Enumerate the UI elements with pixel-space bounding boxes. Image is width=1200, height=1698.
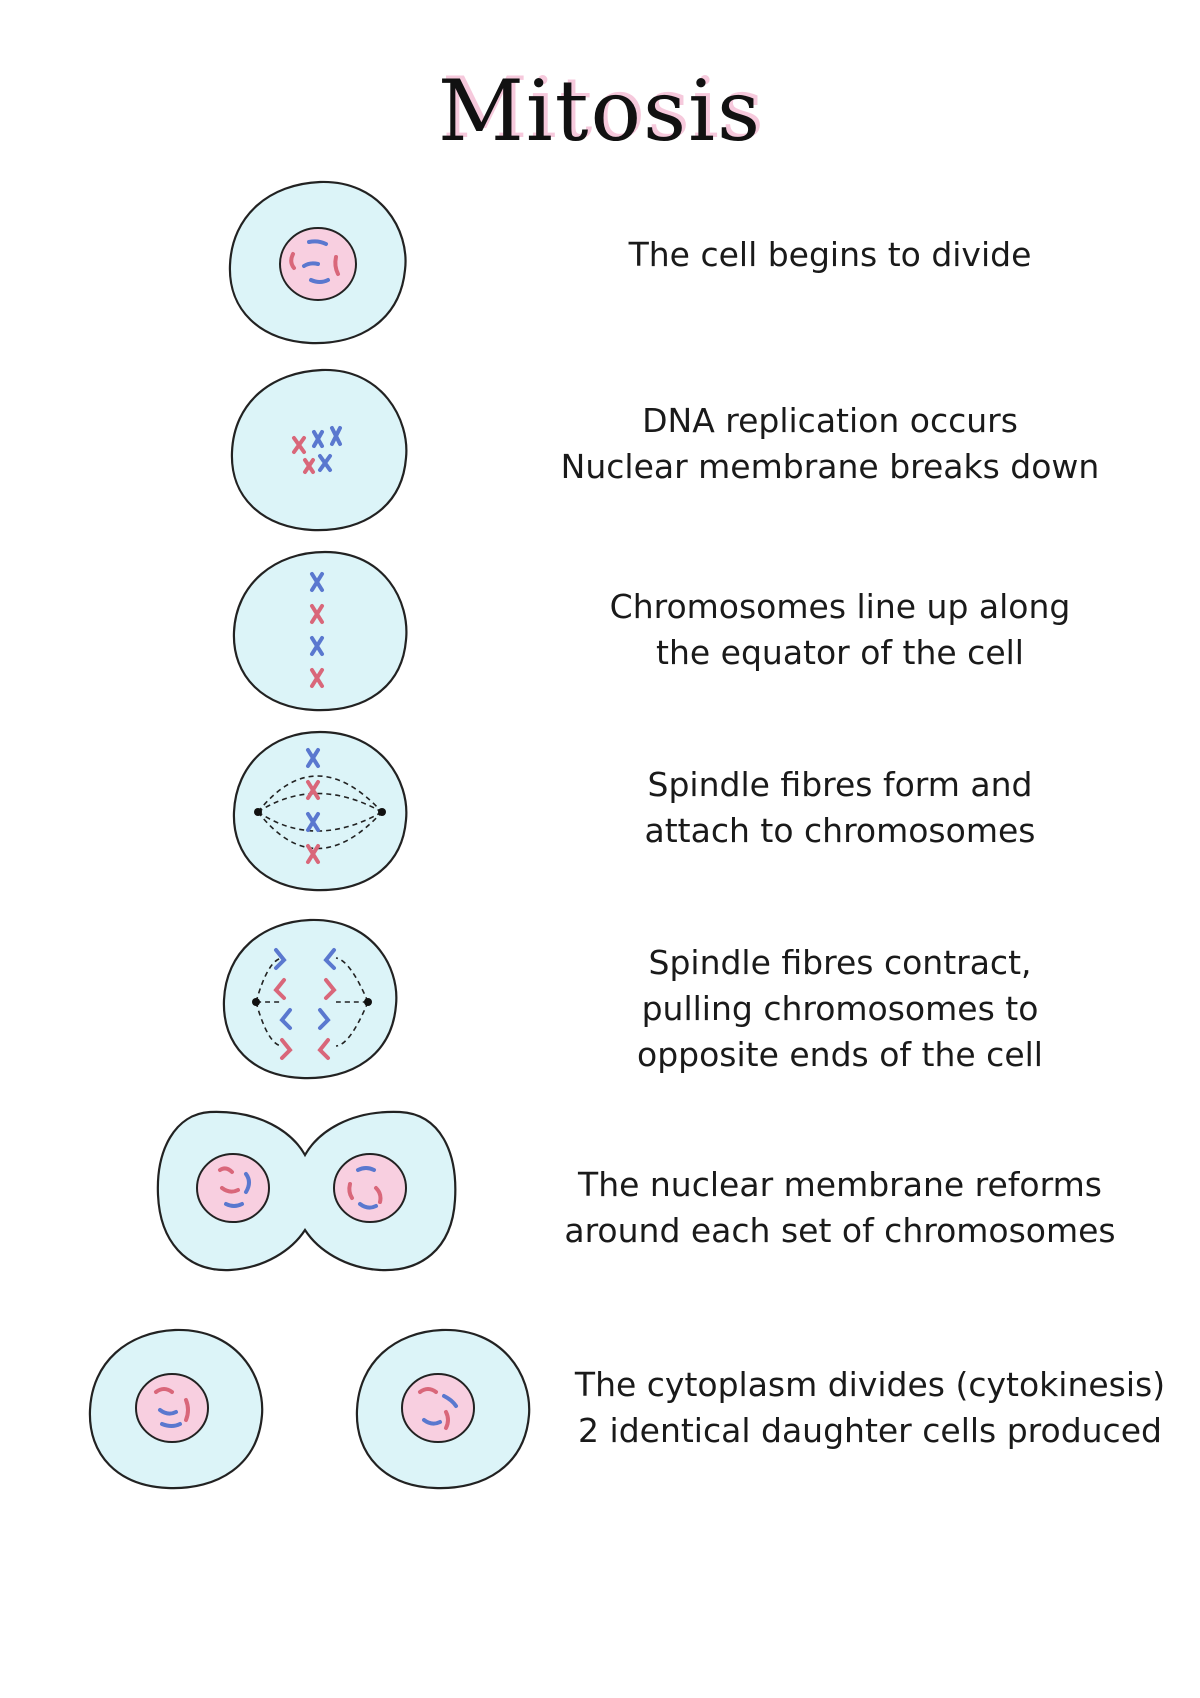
- caption-line: The nuclear membrane reforms: [578, 1165, 1102, 1204]
- caption-line: Spindle fibres form and: [647, 765, 1033, 804]
- stage-7-nucleus-right: [401, 1373, 475, 1443]
- stage-4-cell: [232, 730, 408, 892]
- stage-2-caption: DNA replication occurs Nuclear membrane …: [560, 398, 1100, 490]
- caption-line: Chromosomes line up along: [609, 587, 1071, 626]
- stage-2-cell: [230, 368, 408, 532]
- caption-line: around each set of chromosomes: [564, 1211, 1116, 1250]
- stage-5-chromosomes: [273, 948, 337, 1060]
- caption-line: the equator of the cell: [656, 633, 1024, 672]
- stage-1-caption: The cell begins to divide: [580, 232, 1080, 278]
- stage-4-caption: Spindle fibres form and attach to chromo…: [600, 762, 1080, 854]
- caption-line: The cytoplasm divides (cytokinesis): [574, 1365, 1166, 1404]
- stage-6-nucleus-right: [333, 1153, 407, 1223]
- stage-6-chromosomes: [218, 1166, 383, 1210]
- stage-5-caption: Spindle fibres contract, pulling chromos…: [590, 940, 1090, 1078]
- stage-7-nucleus-left: [135, 1373, 209, 1443]
- caption-line: The cell begins to divide: [628, 235, 1032, 274]
- stage-7-caption: The cytoplasm divides (cytokinesis) 2 id…: [565, 1362, 1175, 1454]
- stage-1-cell: [228, 180, 407, 345]
- stage-5-cell: [222, 918, 398, 1080]
- caption-line: attach to chromosomes: [644, 811, 1036, 850]
- diagram-title: Mitosis: [437, 62, 763, 160]
- stage-7-chromosomes: [154, 1387, 458, 1430]
- stage-3-cell: [232, 550, 408, 712]
- caption-line: Nuclear membrane breaks down: [560, 447, 1100, 486]
- stage-7-cells: [88, 1328, 531, 1490]
- caption-line: pulling chromosomes to: [641, 989, 1039, 1028]
- caption-line: 2 identical daughter cells produced: [578, 1411, 1162, 1450]
- stage-4-chromosomes: [306, 748, 320, 864]
- stage-5-spindle-fibres: [252, 957, 372, 1047]
- stage-3-caption: Chromosomes line up along the equator of…: [590, 584, 1090, 676]
- stage-6-cell: [156, 1110, 457, 1272]
- stage-6-nucleus-left: [196, 1153, 270, 1223]
- caption-line: DNA replication occurs: [642, 401, 1018, 440]
- caption-line: Spindle fibres contract,: [648, 943, 1032, 982]
- stage-2-chromosomes: [292, 426, 342, 474]
- stage-6-caption: The nuclear membrane reforms around each…: [560, 1162, 1120, 1254]
- stage-3-chromosomes: [310, 572, 324, 688]
- caption-line: opposite ends of the cell: [637, 1035, 1043, 1074]
- stage-1-chromosomes: [289, 239, 340, 284]
